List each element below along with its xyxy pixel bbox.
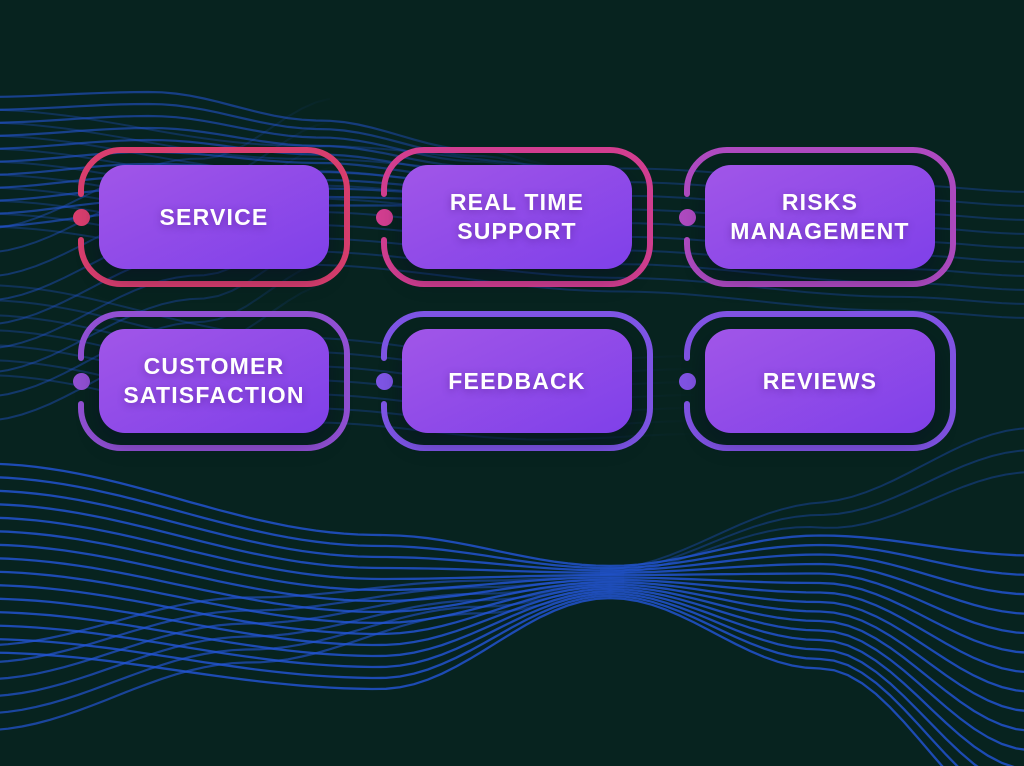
node-pill: REVIEWS xyxy=(705,329,935,433)
node-service[interactable]: SERVICE xyxy=(72,147,350,287)
node-reviews[interactable]: REVIEWS xyxy=(678,311,956,451)
node-outline xyxy=(78,147,350,287)
node-feedback[interactable]: FEEDBACK xyxy=(375,311,653,451)
node-pill: SERVICE xyxy=(99,165,329,269)
node-label: REAL TIME SUPPORT xyxy=(449,189,585,244)
node-pill: REAL TIME SUPPORT xyxy=(402,165,632,269)
node-label: SERVICE xyxy=(159,203,269,230)
node-outline xyxy=(381,147,653,287)
node-risks-management[interactable]: RISKS MANAGEMENT xyxy=(678,147,956,287)
node-real-time-support[interactable]: REAL TIME SUPPORT xyxy=(375,147,653,287)
node-outline xyxy=(78,311,350,451)
connector-dot xyxy=(375,372,393,390)
node-outline xyxy=(684,147,956,287)
connector-dot xyxy=(72,208,90,226)
node-label: FEEDBACK xyxy=(448,367,586,394)
node-pill: RISKS MANAGEMENT xyxy=(705,165,935,269)
node-outline xyxy=(684,311,956,451)
node-label: REVIEWS xyxy=(762,367,878,394)
node-label: CUSTOMER SATISFACTION xyxy=(123,353,305,408)
node-customer-satisfaction[interactable]: CUSTOMER SATISFACTION xyxy=(72,311,350,451)
connector-dot xyxy=(678,208,696,226)
node-outline xyxy=(381,311,653,451)
node-pill: CUSTOMER SATISFACTION xyxy=(99,329,329,433)
connector-dot xyxy=(72,372,90,390)
node-pill: FEEDBACK xyxy=(402,329,632,433)
connector-dot xyxy=(678,372,696,390)
connector-dot xyxy=(375,208,393,226)
node-label: RISKS MANAGEMENT xyxy=(730,189,910,244)
